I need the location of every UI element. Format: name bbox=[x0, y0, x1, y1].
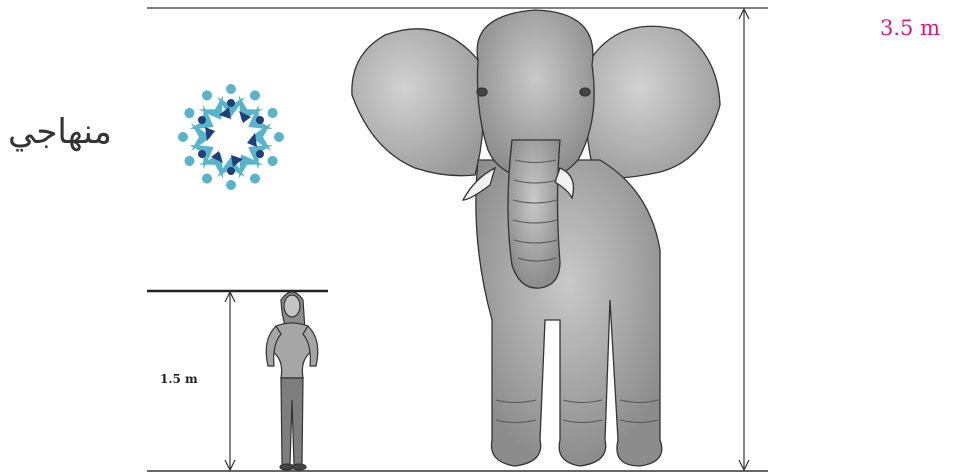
brand-name: منهاجي bbox=[8, 112, 112, 152]
person-figure bbox=[266, 292, 318, 470]
person-height-label: 1.5 m bbox=[160, 372, 198, 386]
elephant-figure bbox=[352, 10, 720, 466]
elephant-height-arrow bbox=[739, 9, 749, 470]
brand-logo-icon bbox=[178, 84, 284, 190]
elephant-height-label: 3.5 m bbox=[880, 16, 940, 40]
person-height-arrow bbox=[225, 292, 235, 470]
